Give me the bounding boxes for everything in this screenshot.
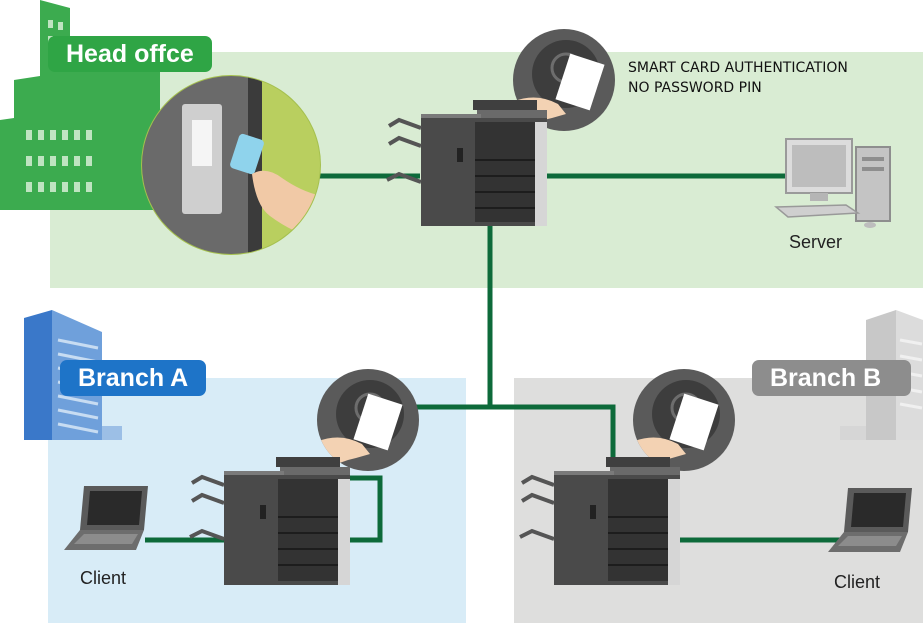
card-reader-icon xyxy=(513,29,615,131)
server-caption: Server xyxy=(789,232,843,252)
smart-card-note: SMART CARD AUTHENTICATION NO PASSWORD PI… xyxy=(628,58,848,98)
multifunction-printer-icon xyxy=(386,100,547,226)
branch-b-label: Branch B xyxy=(752,360,912,396)
client-a-caption: Client xyxy=(80,568,127,588)
branch-a-reader-link xyxy=(340,475,383,543)
smart-card-note-line-1: SMART CARD AUTHENTICATION xyxy=(628,60,848,76)
door-card-reader-icon xyxy=(141,75,321,255)
head-office-label: Head offce xyxy=(48,36,212,72)
branch-a-label: Branch A xyxy=(60,360,207,396)
smart-card-note-line-2: NO PASSWORD PIN xyxy=(628,80,762,96)
client-b-caption: Client xyxy=(834,572,881,592)
multifunction-printer-icon xyxy=(189,457,350,585)
laptop-icon xyxy=(64,486,148,550)
multifunction-printer-icon xyxy=(519,457,680,585)
laptop-icon xyxy=(828,488,912,552)
branch-backbone xyxy=(400,404,616,478)
server-computer-icon xyxy=(773,138,891,228)
card-reader-icon xyxy=(633,369,735,471)
branch-b-building-icon xyxy=(840,310,923,440)
